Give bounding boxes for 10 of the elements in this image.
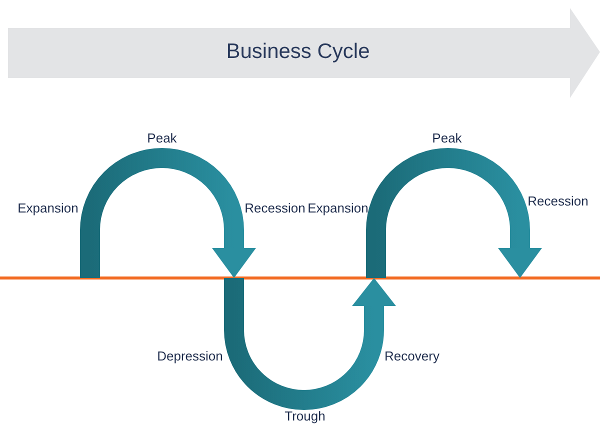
phase-label: Recession: [528, 194, 588, 208]
phase-label: Recovery: [384, 348, 440, 364]
phase-label: Depression: [157, 348, 223, 364]
phase-label: Recession: [244, 200, 306, 216]
phase-label: Expansion: [18, 200, 78, 216]
phase-label: Trough: [284, 408, 326, 424]
title: Business Cycle: [226, 40, 370, 64]
phase-label: Expansion: [308, 200, 368, 216]
phase-label: Peak: [432, 130, 462, 146]
phase-label: Peak: [147, 130, 177, 146]
